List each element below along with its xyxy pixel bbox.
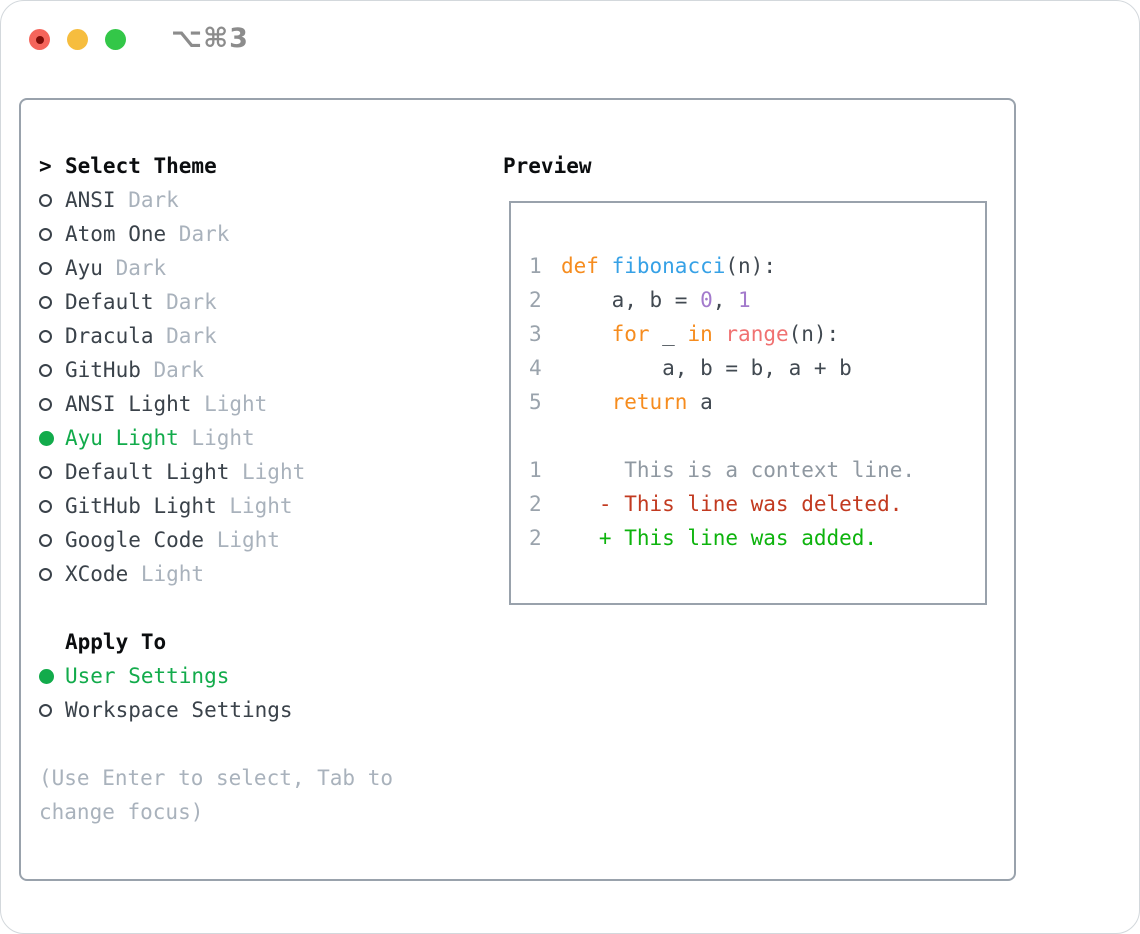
modified-dot-icon [35, 35, 44, 44]
option-label: GitHub [65, 358, 141, 382]
code-line: 5 return a [529, 385, 985, 419]
prompt-cursor-icon: > [39, 154, 52, 178]
radio-unselected-icon [39, 567, 52, 581]
apply-to-title: Apply To [65, 630, 167, 654]
theme-option-dracula[interactable]: Dracula Dark [39, 319, 479, 353]
option-variant-label: Dark [102, 256, 167, 280]
option-variant-label: Dark [166, 222, 230, 246]
option-label: XCode [65, 562, 129, 586]
keyboard-hint: (Use Enter to select, Tab to change focu… [39, 766, 394, 824]
line-number: 2 [529, 492, 542, 516]
option-label: Dracula [65, 324, 154, 348]
option-label: Atom One [65, 222, 167, 246]
diff-preview: 1 This is a context line.2 - This line w… [529, 453, 985, 555]
option-label: ANSI [65, 188, 116, 212]
select-theme-header: > Select Theme [39, 149, 479, 183]
code-line: 3 for _ in range(n): [529, 317, 985, 351]
theme-option-github[interactable]: GitHub Dark [39, 353, 479, 387]
option-variant-label: Light [229, 460, 306, 484]
option-label: Ayu Light [65, 426, 179, 450]
apply-option-workspace-settings[interactable]: Workspace Settings [39, 693, 479, 727]
option-label: Default Light [65, 460, 230, 484]
option-variant-label: Light [191, 392, 268, 416]
window-title: ⌥⌘3 [171, 23, 249, 54]
option-label: Ayu [65, 256, 103, 280]
zoom-icon[interactable] [105, 29, 126, 50]
window-titlebar: ⌥⌘3 [1, 1, 1139, 77]
line-number: 4 [529, 356, 542, 380]
code-line: 4 a, b = b, a + b [529, 351, 985, 385]
option-variant-label: Dark [115, 188, 179, 212]
radio-unselected-icon [39, 261, 52, 275]
option-label: ANSI Light [65, 392, 192, 416]
spacer [39, 591, 479, 625]
preview-title: Preview [503, 154, 592, 178]
option-variant-label: Dark [153, 324, 217, 348]
close-icon[interactable] [29, 29, 50, 50]
minimize-icon[interactable] [67, 29, 88, 50]
apply-option-user-settings[interactable]: User Settings [39, 659, 479, 693]
option-variant-label: Dark [140, 358, 205, 382]
theme-option-github-light[interactable]: GitHub Light Light [39, 489, 479, 523]
option-variant-label: Dark [153, 290, 217, 314]
diff-line-context: 1 This is a context line. [529, 453, 985, 487]
line-number: 5 [529, 390, 542, 414]
theme-option-atom-one[interactable]: Atom One Dark [39, 217, 479, 251]
radio-unselected-icon [39, 465, 52, 479]
theme-option-default[interactable]: Default Dark [39, 285, 479, 319]
theme-option-ayu-light[interactable]: Ayu Light Light [39, 421, 479, 455]
radio-unselected-icon [39, 227, 52, 241]
line-number: 1 [529, 458, 542, 482]
line-number: 2 [529, 526, 542, 550]
diff-line-deleted: 2 - This line was deleted. [529, 487, 985, 521]
theme-option-xcode[interactable]: XCode Light [39, 557, 479, 591]
radio-unselected-icon [39, 363, 52, 377]
radio-unselected-icon [39, 329, 52, 343]
option-variant-label: Light [128, 562, 205, 586]
line-number: 1 [529, 254, 542, 278]
theme-option-ansi-light[interactable]: ANSI Light Light [39, 387, 479, 421]
line-number: 2 [529, 288, 542, 312]
theme-option-ayu[interactable]: Ayu Dark [39, 251, 479, 285]
radio-unselected-icon [39, 533, 52, 547]
option-label: Google Code [65, 528, 205, 552]
code-line: 2 a, b = 0, 1 [529, 283, 985, 317]
theme-option-google-code[interactable]: Google Code Light [39, 523, 479, 557]
radio-unselected-icon [39, 703, 52, 717]
option-variant-label: Light [178, 426, 255, 450]
radio-unselected-icon [39, 193, 52, 207]
option-label: User Settings [65, 664, 230, 688]
radio-selected-icon [39, 668, 54, 684]
radio-unselected-icon [39, 499, 52, 513]
select-theme-title: Select Theme [65, 154, 217, 178]
option-label: Workspace Settings [65, 698, 293, 722]
option-label: GitHub Light [65, 494, 217, 518]
spacer [529, 419, 985, 453]
theme-option-default-light[interactable]: Default Light Light [39, 455, 479, 489]
option-label: Default [65, 290, 154, 314]
theme-option-ansi[interactable]: ANSI Dark [39, 183, 479, 217]
diff-line-added: 2 + This line was added. [529, 521, 985, 555]
spacer [39, 727, 479, 761]
line-number: 3 [529, 322, 542, 346]
radio-unselected-icon [39, 397, 52, 411]
radio-selected-icon [39, 430, 54, 446]
option-variant-label: Light [216, 494, 293, 518]
apply-to-header: Apply To [39, 625, 479, 659]
option-variant-label: Light [204, 528, 280, 552]
radio-unselected-icon [39, 295, 52, 309]
